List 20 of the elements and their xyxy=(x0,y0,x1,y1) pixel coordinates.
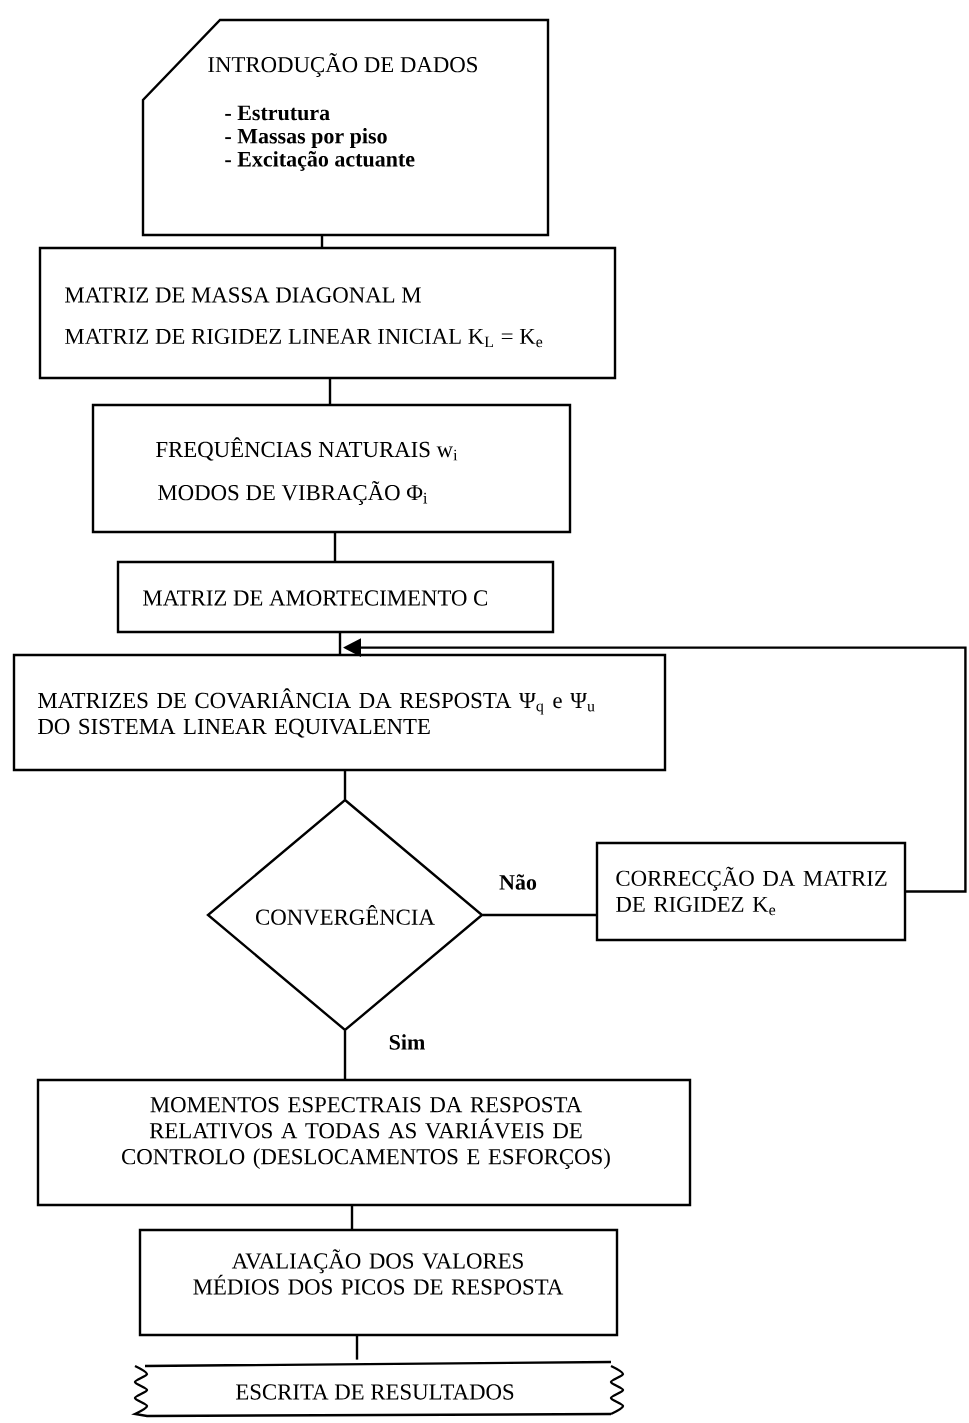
edge-label: Sim xyxy=(386,1032,428,1052)
connector xyxy=(355,1335,359,1360)
connector xyxy=(343,770,347,800)
process-box: MOMENTOS ESPECTRAIS DA RESPOSTA RELATIVOS A TODAS AS VARIÁVEIS DE CONTROLO (DESLOCAMENTOS E ESFORÇOS) xyxy=(36,1078,692,1207)
connector xyxy=(350,1205,354,1230)
connector xyxy=(482,913,597,917)
connector xyxy=(328,378,332,405)
connector xyxy=(343,1030,347,1080)
process-box: AVALIAÇÃO DOS VALORES MÉDIOS DOS PICOS DE RESPOSTA xyxy=(138,1228,619,1337)
connector xyxy=(320,235,324,248)
edge-label: Não xyxy=(497,872,539,892)
process-box: FREQUÊNCIAS NATURAIS w$_{i}$ MODOS DE VIBRAÇÃO Φ$_{i}$ xyxy=(91,403,572,534)
output-scroll: ESCRITA DE RESULTADOS xyxy=(133,1360,625,1418)
connector xyxy=(333,532,337,562)
input-card: INTRODUÇÃO DE DADOS - Estrutura - Massas por piso - Excitação actuante xyxy=(141,18,550,237)
connector xyxy=(338,632,342,655)
process-box: MATRIZES DE COVARIÂNCIA DA RESPOSTA Ψ$_{q}$ e Ψ$_{u}$ DO SISTEMA LINEAR EQUIVALENTE xyxy=(12,653,667,772)
process-box: CORRECÇÃO DA MATRIZ DE RIGIDEZ K$_{e}$ xyxy=(595,841,907,942)
process-box: MATRIZ DE MASSA DIAGONAL M MATRIZ DE RIGIDEZ LINEAR INICIAL K$_{L}$ = K$_{e}$ xyxy=(38,246,617,380)
process-box: MATRIZ DE AMORTECIMENTO C xyxy=(116,560,555,634)
